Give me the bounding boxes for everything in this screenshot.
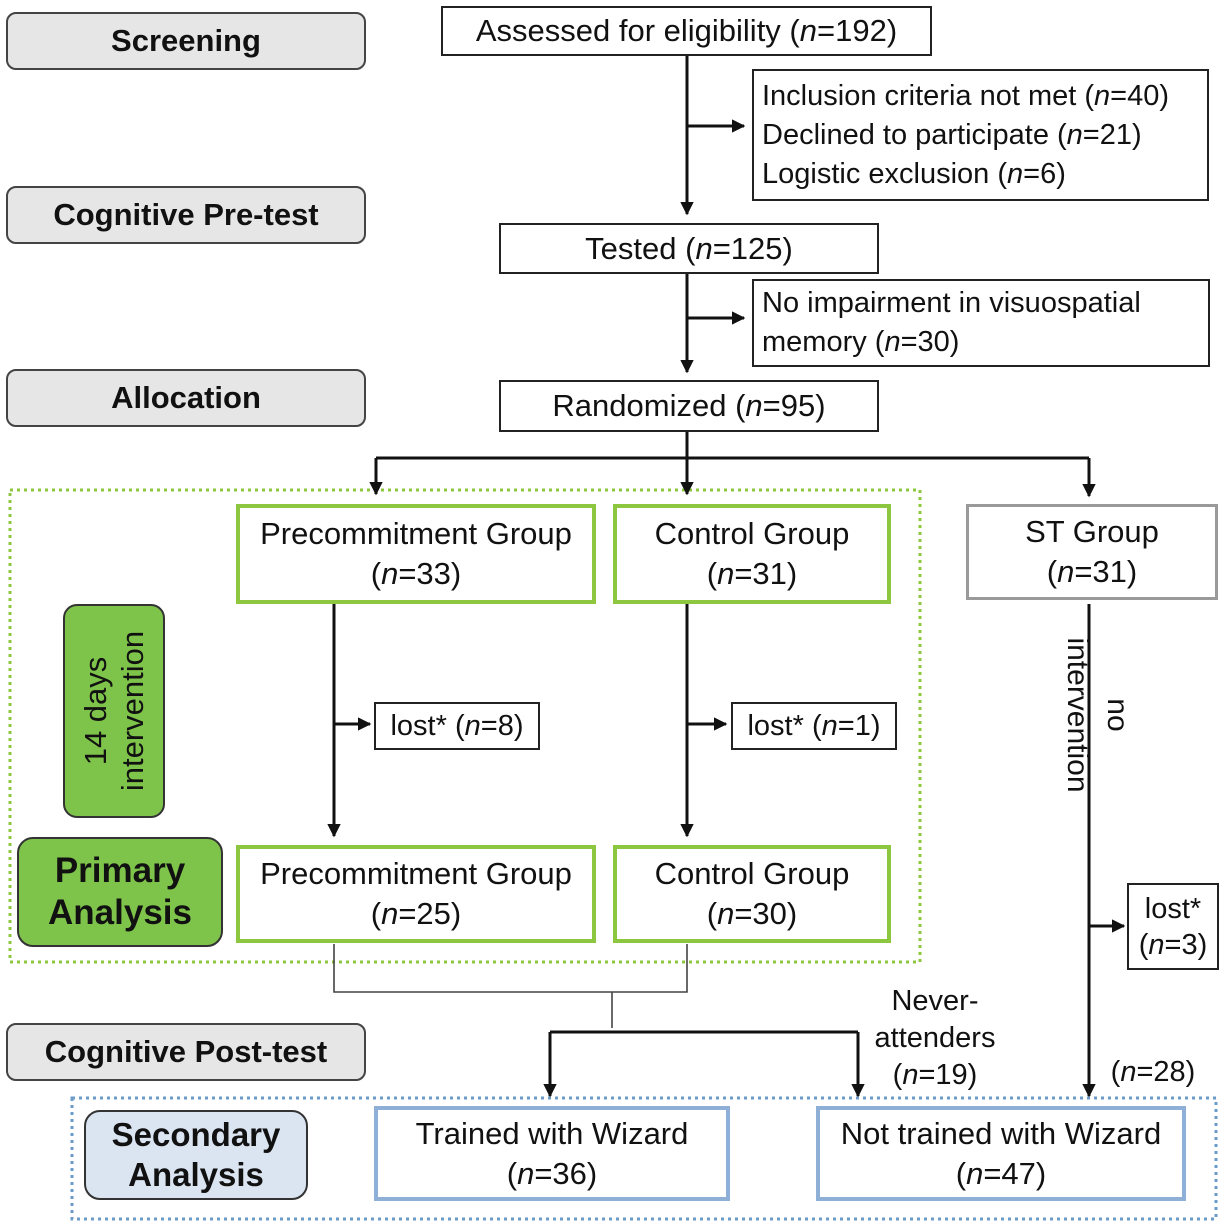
randomized-box: Randomized (n=95) [499, 380, 879, 432]
merge-bracket [333, 944, 688, 993]
precommitment-group-end: Precommitment Group (n=25) [236, 845, 596, 943]
control-group-end: Control Group (n=30) [613, 845, 891, 943]
st-remaining-label: (n=28) [1110, 1056, 1196, 1088]
secondary-analysis-line1: Secondary [111, 1116, 281, 1153]
control-end-title: Control Group [654, 856, 850, 891]
lost-st-box: lost* (n=3) [1127, 883, 1219, 970]
precommitment-group-start: Precommitment Group (n=33) [236, 504, 596, 604]
lost-precommitment-box: lost* (n=8) [374, 702, 540, 750]
excluded-inclusion: Inclusion criteria not met (n=40) [762, 79, 1170, 112]
intervention-line1: 14 days [78, 656, 113, 766]
no-intervention-line2: intervention [1061, 637, 1094, 793]
assessed-box: Assessed for eligibility (n=192) [441, 6, 932, 56]
no-impairment-box: No impairment in visuospatial memory (n=… [752, 279, 1210, 367]
intervention-line2: intervention [115, 630, 150, 792]
not-trained-with-wizard-box: Not trained with Wizard (n=47) [816, 1106, 1186, 1201]
control-start-title: Control Group [654, 516, 850, 551]
control-group-start: Control Group (n=31) [613, 504, 891, 604]
st-group: ST Group (n=31) [966, 504, 1218, 600]
primary-analysis-line2: Analysis [48, 893, 192, 932]
phase-cognitive-pretest: Cognitive Pre-test [6, 186, 366, 244]
precommitment-end-title: Precommitment Group [260, 856, 572, 891]
lost-control-box: lost* (n=1) [731, 702, 897, 750]
never-attenders-label: Never- attenders (n=19) [874, 985, 996, 1091]
st-group-title: ST Group [1025, 514, 1159, 549]
secondary-analysis-line2: Analysis [128, 1156, 264, 1193]
secondary-analysis-label: Secondary Analysis [84, 1110, 308, 1200]
tested-box: Tested (n=125) [499, 223, 879, 274]
excluded-declined: Declined to participate (n=21) [762, 118, 1142, 151]
no-impairment-line2: memory (n=30) [762, 326, 960, 358]
phase-screening: Screening [6, 12, 366, 70]
no-impairment-line1: No impairment in visuospatial [762, 287, 1141, 319]
no-intervention-label: no intervention [1044, 620, 1150, 810]
primary-analysis-label: Primary Analysis [17, 837, 223, 947]
trained-with-wizard-box: Trained with Wizard (n=36) [374, 1106, 730, 1201]
primary-region-outline [8, 488, 922, 964]
no-intervention-line1: no [1101, 698, 1134, 732]
not-trained-title: Not trained with Wizard [840, 1115, 1162, 1151]
excluded-box: Inclusion criteria not met (n=40) Declin… [752, 69, 1209, 201]
primary-analysis-line1: Primary [54, 851, 186, 890]
precommitment-start-title: Precommitment Group [260, 516, 572, 551]
phase-allocation: Allocation [6, 369, 366, 427]
phase-cognitive-posttest: Cognitive Post-test [6, 1023, 366, 1081]
secondary-region-outline [70, 1096, 1218, 1221]
lost-st-line1: lost* [1144, 892, 1202, 925]
excluded-logistic: Logistic exclusion (n=6) [762, 157, 1066, 190]
intervention-period-label: 14 days intervention [63, 604, 165, 818]
trained-title: Trained with Wizard [415, 1115, 689, 1151]
